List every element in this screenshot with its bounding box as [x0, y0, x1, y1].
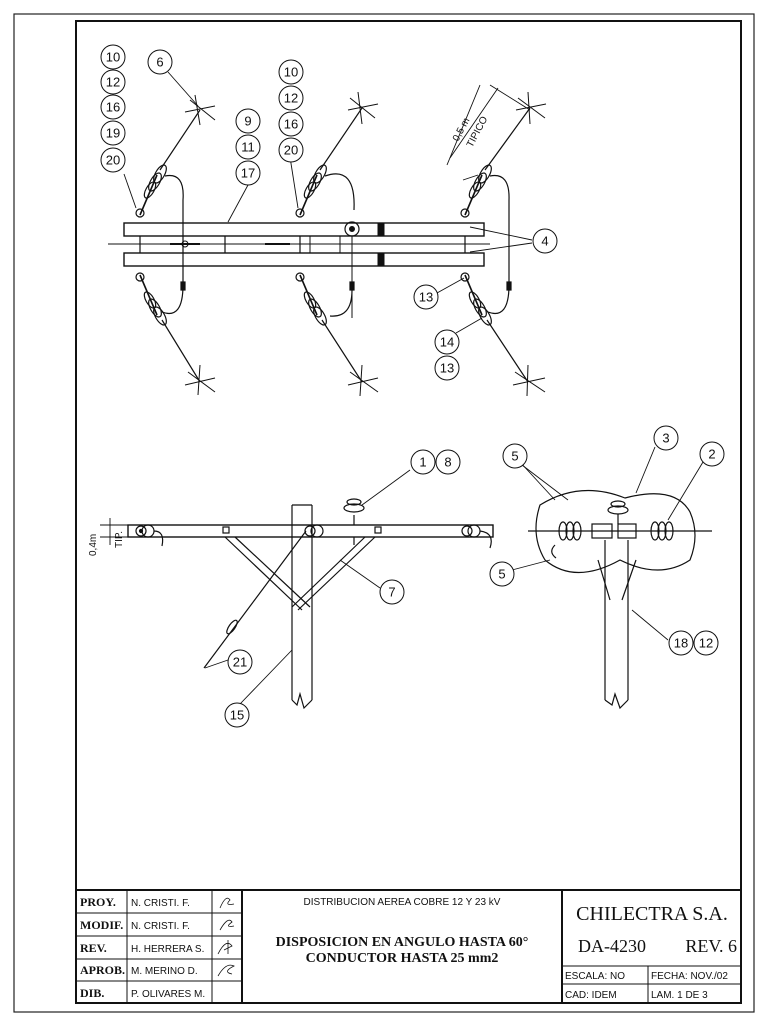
- signature-marks: [217, 897, 235, 977]
- sheet-field: LAM. 1 DE 3: [651, 990, 708, 1001]
- callout-3: 3: [662, 431, 669, 446]
- guy-wire: [203, 530, 307, 669]
- outer-frame: [13, 13, 755, 1013]
- callout-2: 2: [708, 447, 715, 462]
- callout-20: 20: [284, 143, 298, 158]
- guy-anchor-icon: [184, 364, 216, 396]
- cloud-outline: [535, 489, 696, 574]
- cad-field: CAD: IDEM: [565, 990, 617, 1001]
- callout-7: 7: [388, 585, 395, 600]
- callout-9: 9: [244, 114, 251, 129]
- callout-13: 13: [419, 290, 433, 305]
- callout-5: 5: [511, 449, 518, 464]
- drawing-border: [75, 20, 742, 1004]
- name-modif: N. CRISTI. F.: [131, 921, 190, 932]
- company-name: CHILECTRA S.A.: [576, 903, 728, 925]
- guy-anchor-icon: [512, 364, 546, 397]
- insulator-assembly-middle: [295, 91, 379, 397]
- elevation-crossarm: [127, 524, 494, 538]
- callout-8: 8: [444, 455, 451, 470]
- callout-14: 14: [440, 335, 454, 350]
- role-dib: DIB.: [80, 986, 104, 1000]
- callout-16: 16: [106, 100, 120, 115]
- callout-4: 4: [541, 234, 548, 249]
- drawing-title-line2: CONDUCTOR HASTA 25 mm2: [306, 951, 499, 966]
- role-proy: PROY.: [80, 895, 116, 909]
- crossarm-upper: [123, 222, 485, 237]
- callout-15: 15: [230, 708, 244, 723]
- callout-12: 12: [106, 75, 120, 90]
- callout-10: 10: [106, 50, 120, 65]
- date-field: FECHA: NOV./02: [651, 971, 728, 982]
- name-aprob: M. MERINO D.: [131, 966, 198, 977]
- title-block: [76, 889, 741, 1003]
- insulator-assembly-right: [460, 91, 547, 397]
- callout-1: 1: [419, 455, 426, 470]
- dimension-height: [100, 518, 135, 545]
- drawing-title-line1: DISPOSICION EN ANGULO HASTA 60°: [276, 935, 529, 950]
- callout-21: 21: [233, 655, 247, 670]
- drawing-revision: REV. 6: [685, 936, 737, 956]
- role-rev: REV.: [80, 941, 107, 955]
- name-proy: N. CRISTI. F.: [131, 898, 190, 909]
- name-dib: P. OLIVARES M.: [131, 989, 205, 1000]
- callout-18: 18: [674, 636, 688, 651]
- callout-labels: 10 12 16 19 20 6 9 11 17 10 12 16 20 4 1…: [106, 50, 716, 723]
- dimension-typical-spacing: [446, 84, 531, 181]
- guy-anchor-icon: [515, 91, 547, 125]
- callout-10: 10: [284, 65, 298, 80]
- callout-20: 20: [106, 153, 120, 168]
- height-note: TIP.: [114, 531, 125, 548]
- drawing-subtitle: DISTRIBUCION AEREA COBRE 12 Y 23 kV: [304, 897, 501, 908]
- elevation-view: [127, 498, 494, 710]
- callout-11: 11: [241, 140, 255, 155]
- insulator-assembly-left: [135, 94, 216, 396]
- side-view: [528, 489, 712, 710]
- callout-12: 12: [699, 636, 713, 651]
- callout-17: 17: [241, 166, 255, 181]
- guy-anchor-icon: [184, 94, 216, 126]
- guy-anchor-icon: [347, 91, 379, 125]
- guy-anchor-icon: [347, 364, 379, 397]
- callout-12: 12: [284, 91, 298, 106]
- crossarm-lower: [123, 252, 485, 267]
- callout-19: 19: [106, 126, 120, 141]
- plan-view: [108, 221, 490, 318]
- name-rev: H. HERRERA S.: [131, 944, 204, 955]
- callout-16: 16: [284, 117, 298, 132]
- callouts: [100, 44, 725, 728]
- drawing-code: DA-4230: [578, 936, 646, 956]
- approval-rows: PROY. N. CRISTI. F. MODIF. N. CRISTI. F.…: [80, 895, 205, 1000]
- role-aprob: APROB.: [80, 963, 125, 977]
- callout-6: 6: [156, 55, 163, 70]
- leader-lines: [123, 71, 704, 705]
- callout-5: 5: [498, 567, 505, 582]
- callout-13: 13: [440, 361, 454, 376]
- scale-field: ESCALA: NO: [565, 971, 625, 982]
- role-modif: MODIF.: [80, 918, 123, 932]
- height-value: 0,4m: [88, 534, 99, 556]
